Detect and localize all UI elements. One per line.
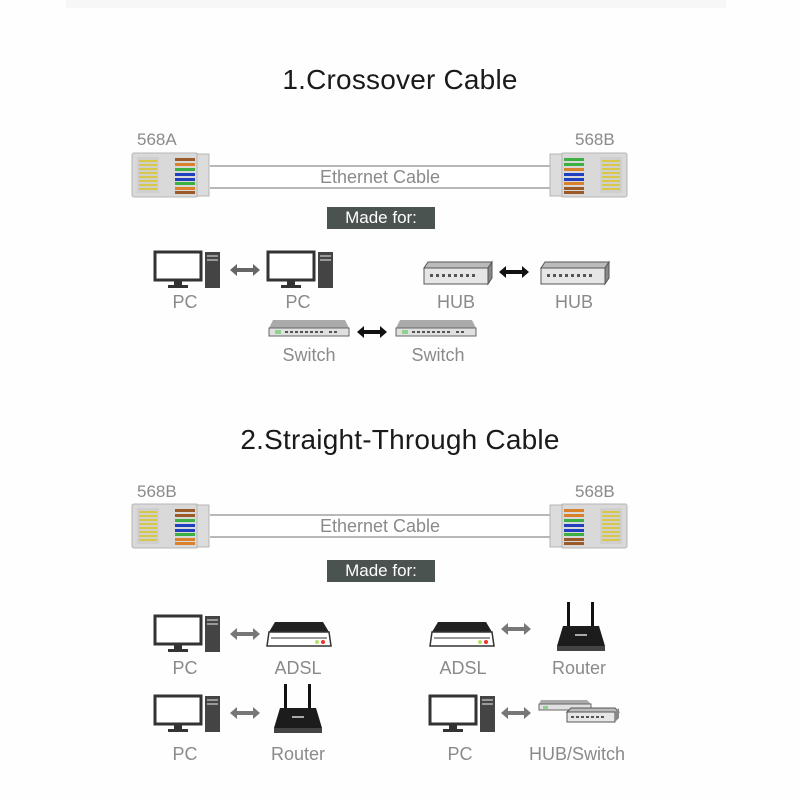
desktop-pc-icon xyxy=(153,614,220,652)
device-label: PC xyxy=(447,744,473,764)
device-label: HUB/Switch xyxy=(528,744,626,764)
device-label: HUB xyxy=(436,292,475,312)
desktop-pc-icon xyxy=(428,694,495,732)
rj45-plug-568b-icon xyxy=(549,503,628,549)
device-label: Switch xyxy=(282,345,336,365)
device-label: PC xyxy=(285,292,311,312)
device-label: ADSL xyxy=(439,658,487,678)
desktop-pc-icon xyxy=(153,694,220,732)
router-icon xyxy=(557,602,605,651)
right-standard-label: 568B xyxy=(575,130,615,149)
router-icon xyxy=(274,684,322,733)
left-standard-label: 568A xyxy=(137,130,177,149)
rj45-plug-568b-icon xyxy=(549,152,628,198)
section-title-crossover: 1.Crossover Cable xyxy=(282,64,518,95)
device-label: ADSL xyxy=(274,658,322,678)
device-label: Router xyxy=(270,744,326,764)
device-label: HUB xyxy=(554,292,593,312)
cable-label: Ethernet Cable xyxy=(319,167,441,187)
device-label: Router xyxy=(551,658,607,678)
switch-icon xyxy=(395,320,477,337)
device-label: PC xyxy=(172,292,198,312)
switch-icon xyxy=(268,320,350,337)
ethernet-cable: Ethernet Cable xyxy=(210,165,550,189)
device-label: Switch xyxy=(411,345,465,365)
desktop-pc-icon xyxy=(153,250,220,288)
hub-icon xyxy=(540,260,610,286)
double-arrow-icon xyxy=(357,326,387,338)
section-title-straight-through: 2.Straight-Through Cable xyxy=(240,424,560,455)
hub-icon xyxy=(423,260,493,286)
device-label: PC xyxy=(172,744,198,764)
double-arrow-icon xyxy=(230,628,260,640)
double-arrow-icon xyxy=(230,707,260,719)
hub-switch-icon xyxy=(538,700,621,723)
ethernet-cable: Ethernet Cable xyxy=(210,514,550,538)
top-band xyxy=(66,0,726,8)
double-arrow-icon xyxy=(501,707,531,719)
rj45-plug-568b-icon xyxy=(131,503,210,549)
adsl-modem-icon xyxy=(429,622,495,647)
double-arrow-icon xyxy=(501,623,531,635)
double-arrow-icon xyxy=(499,266,529,278)
double-arrow-icon xyxy=(230,264,260,276)
made-for-badge: Made for: xyxy=(327,560,435,582)
device-label: PC xyxy=(172,658,198,678)
right-standard-label: 568B xyxy=(575,482,615,501)
left-standard-label: 568B xyxy=(137,482,177,501)
made-for-badge: Made for: xyxy=(327,207,435,229)
desktop-pc-icon xyxy=(266,250,333,288)
cable-label: Ethernet Cable xyxy=(319,516,441,536)
rj45-plug-568a-icon xyxy=(131,152,210,198)
adsl-modem-icon xyxy=(266,622,332,647)
